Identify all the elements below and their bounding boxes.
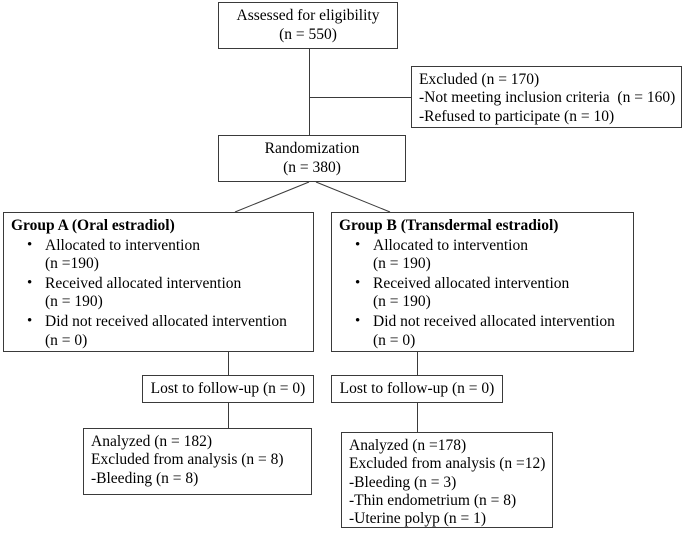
node-analyzed-a: Analyzed (n = 182) Excluded from analysi… [83, 428, 312, 495]
group-a-bullet-3: Did not received allocated intervention … [11, 312, 306, 350]
group-b-bullet-list: Allocated to intervention (n = 190) Rece… [339, 236, 626, 351]
group-a-bullet-1-count: (n =190) [45, 255, 99, 273]
connector-assessed-to-randomization [309, 48, 310, 136]
node-analyzed-b: Analyzed (n =178) Excluded from analysis… [341, 432, 553, 528]
node-lost-to-follow-up-a: Lost to follow-up (n = 0) [142, 375, 314, 403]
analyzed-b-line-2: Excluded from analysis (n =12) [349, 455, 546, 473]
group-a-bullet-list: Allocated to intervention (n =190) Recei… [11, 236, 306, 351]
randomization-line-1: Randomization [264, 140, 360, 158]
excluded-line-2: -Not meeting inclusion criteria (n = 160… [419, 89, 676, 107]
group-b-bullet-1-text: Allocated to intervention [373, 236, 528, 254]
connector-to-excluded [309, 97, 412, 98]
group-b-bullet-1: Allocated to intervention (n = 190) [339, 236, 626, 274]
group-b-bullet-1-count: (n = 190) [373, 255, 431, 273]
group-b-bullet-3-count: (n = 0) [373, 331, 416, 349]
lost-b-line-1: Lost to follow-up (n = 0) [339, 379, 495, 397]
group-a-bullet-3-text: Did not received allocated intervention [45, 312, 287, 330]
group-a-bullet-3-count: (n = 0) [45, 331, 88, 349]
group-b-bullet-3: Did not received allocated intervention … [339, 312, 626, 350]
group-b-title: Group B (Transdermal estradiol) [339, 217, 559, 234]
node-lost-to-follow-up-b: Lost to follow-up (n = 0) [331, 375, 503, 403]
analyzed-b-line-4: -Thin endometrium (n = 8) [349, 491, 517, 509]
node-assessed-for-eligibility: Assessed for eligibility (n = 550) [218, 2, 398, 49]
analyzed-b-line-5: -Uterine polyp (n = 1) [349, 510, 487, 528]
connector-lost-a-to-analyzed-a [228, 402, 229, 429]
group-b-bullet-2: Received allocated intervention (n = 190… [339, 274, 626, 312]
group-b-bullet-2-text: Received allocated intervention [373, 274, 570, 292]
node-randomization: Randomization (n = 380) [218, 135, 406, 182]
group-a-bullet-2-text: Received allocated intervention [45, 274, 242, 292]
connector-randomization-split [234, 181, 391, 213]
group-b-bullet-3-text: Did not received allocated intervention [373, 312, 615, 330]
excluded-line-1: Excluded (n = 170) [419, 71, 540, 88]
node-excluded: Excluded (n = 170) -Not meeting inclusio… [411, 66, 682, 128]
group-b-bullet-2-count: (n = 190) [373, 293, 431, 311]
group-a-bullet-1: Allocated to intervention (n =190) [11, 236, 306, 274]
randomization-line-2: (n = 380) [283, 158, 341, 176]
connector-lost-b-to-analyzed-b [417, 402, 418, 433]
analyzed-b-line-3: -Bleeding (n = 3) [349, 473, 457, 491]
assessed-line-2: (n = 550) [279, 25, 337, 43]
analyzed-a-line-2: Excluded from analysis (n = 8) [91, 451, 284, 469]
node-group-b: Group B (Transdermal estradiol) Allocate… [331, 212, 634, 352]
node-group-a: Group A (Oral estradiol) Allocated to in… [3, 212, 314, 352]
connector-group-a-to-lost [228, 351, 229, 376]
connector-group-b-to-lost [417, 351, 418, 376]
assessed-line-1: Assessed for eligibility [236, 7, 380, 25]
analyzed-b-line-1: Analyzed (n =178) [349, 437, 467, 454]
excluded-line-3: -Refused to participate (n = 10) [419, 107, 615, 125]
analyzed-a-line-3: -Bleeding (n = 8) [91, 469, 199, 487]
analyzed-a-line-1: Analyzed (n = 182) [91, 433, 213, 450]
group-a-bullet-2-count: (n = 190) [45, 293, 103, 311]
group-a-bullet-2: Received allocated intervention (n = 190… [11, 274, 306, 312]
lost-a-line-1: Lost to follow-up (n = 0) [150, 379, 306, 397]
group-a-title: Group A (Oral estradiol) [11, 217, 175, 234]
group-a-bullet-1-text: Allocated to intervention [45, 236, 200, 254]
